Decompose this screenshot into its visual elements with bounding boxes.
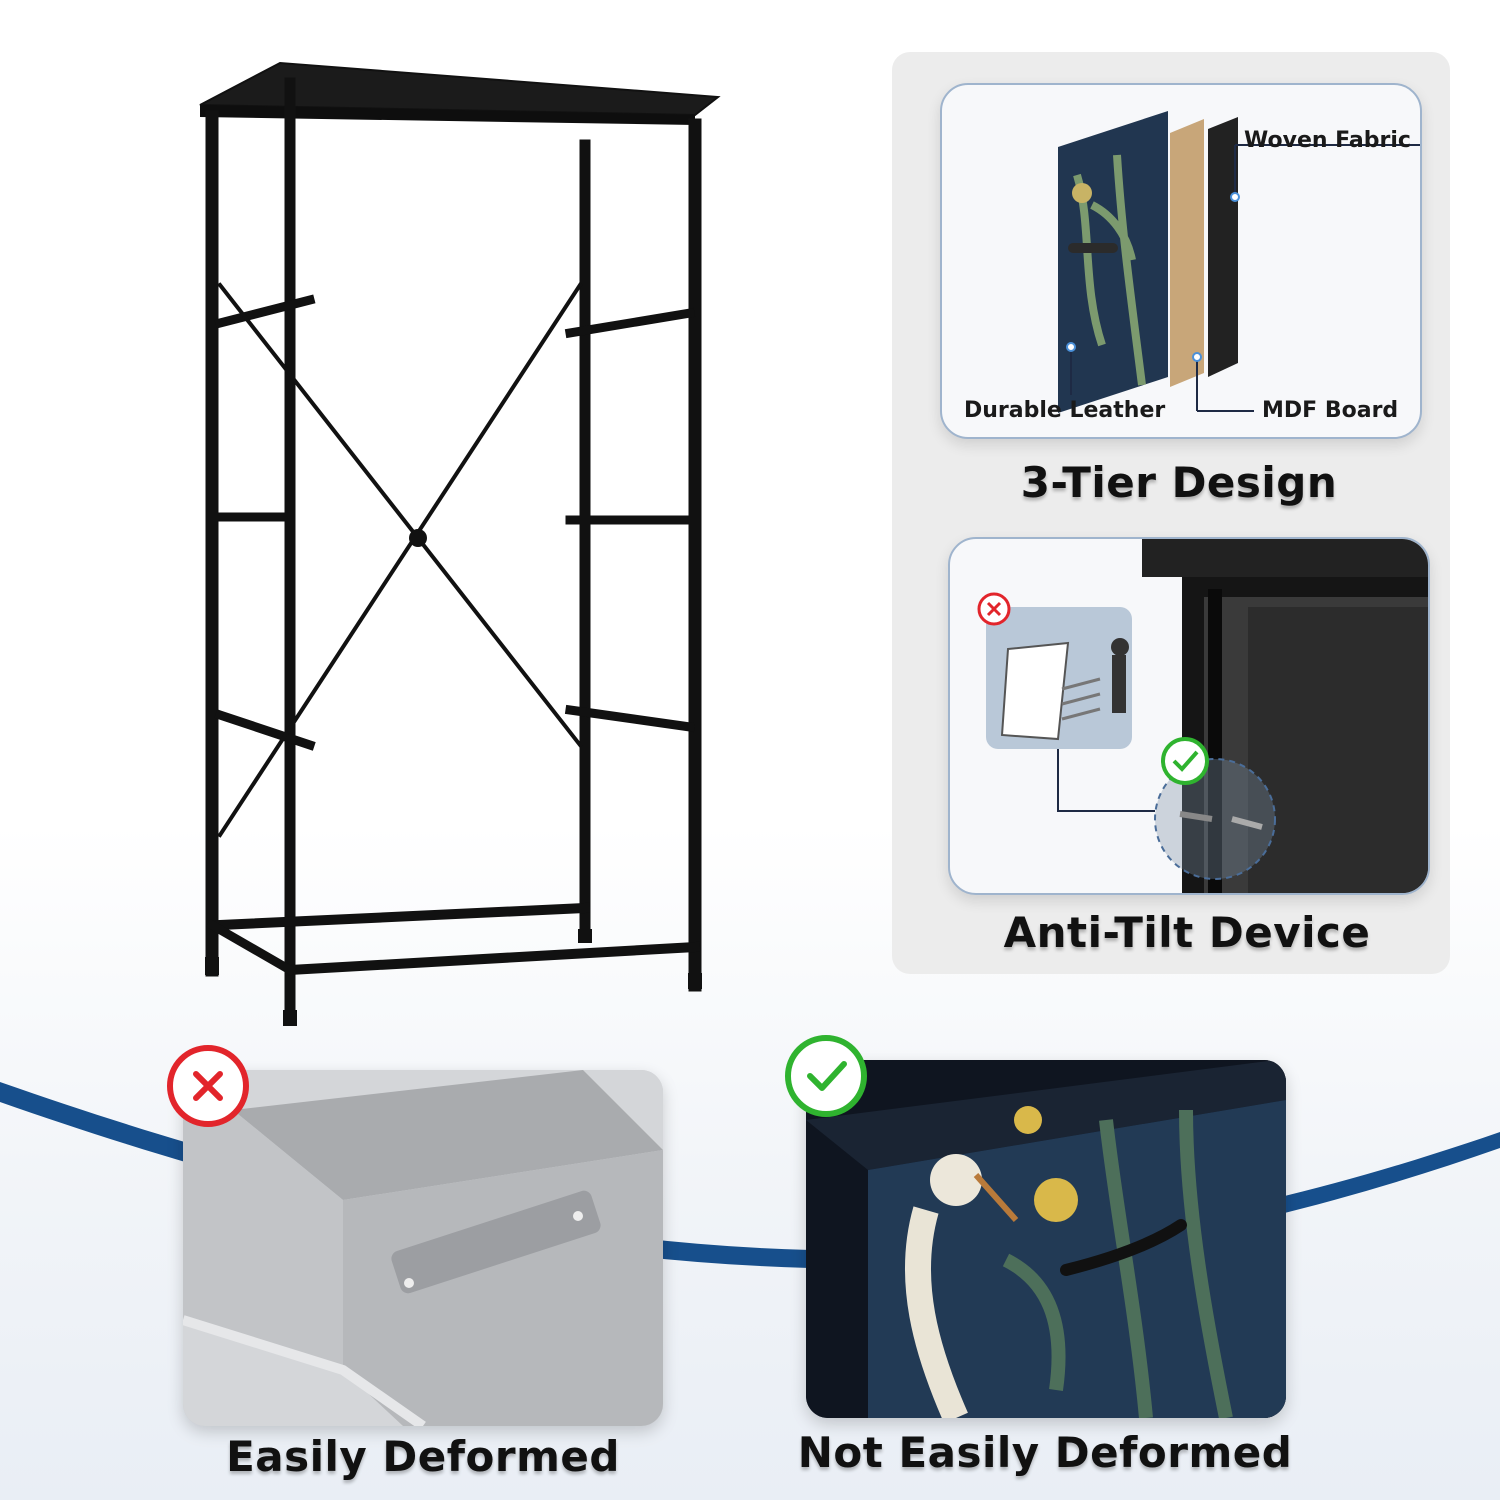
anti-tilt-card xyxy=(948,537,1430,895)
sturdy-drawer-photo xyxy=(806,1060,1286,1418)
printed-drawer-illustration xyxy=(806,1060,1286,1418)
anti-tilt-illustration xyxy=(977,539,1428,893)
gray-drawer-illustration xyxy=(183,1070,663,1426)
anti-tilt-heading: Anti-Tilt Device xyxy=(1003,908,1371,957)
layers-illustration xyxy=(1058,111,1420,413)
layers-card: Woven Fabric Durable Leather MDF Board xyxy=(940,83,1422,439)
dresser-frame-image xyxy=(199,61,721,1026)
tier-design-heading: 3-Tier Design xyxy=(1020,458,1338,507)
check-circle-icon xyxy=(785,1035,867,1117)
cross-circle-icon xyxy=(167,1045,249,1127)
deformed-drawer-photo xyxy=(183,1070,663,1426)
woven-fabric-label: Woven Fabric xyxy=(1244,128,1411,153)
mdf-board-label: MDF Board xyxy=(1262,398,1399,423)
durable-leather-label: Durable Leather xyxy=(964,398,1166,423)
not-easily-deformed-label: Not Easily Deformed xyxy=(797,1428,1293,1477)
easily-deformed-label: Easily Deformed xyxy=(226,1432,620,1481)
